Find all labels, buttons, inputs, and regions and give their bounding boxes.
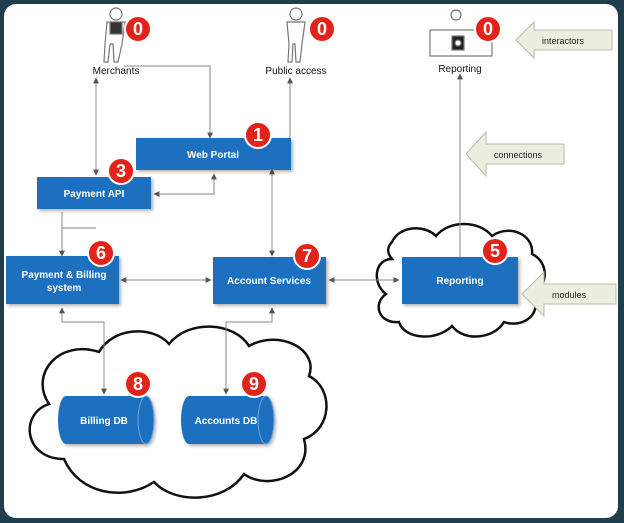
legend-interactors: interactors xyxy=(515,20,613,60)
module-label: Reporting xyxy=(436,276,483,287)
badge-number: 8 xyxy=(133,374,143,394)
database-billing-db[interactable]: Billing DB 8 xyxy=(58,370,155,445)
actor-label: Merchants xyxy=(93,66,140,77)
actor-reporting[interactable]: Reporting 0 xyxy=(429,9,502,75)
diagram-canvas: Merchants 0 Public access 0 Reporting 0 xyxy=(4,4,618,518)
legend-label: modules xyxy=(552,290,587,300)
badge-number: 7 xyxy=(302,246,312,266)
actor-label: Reporting xyxy=(438,64,481,75)
architecture-diagram: Merchants 0 Public access 0 Reporting 0 xyxy=(6,7,617,499)
badge: 6 xyxy=(87,239,115,267)
badge-number: 5 xyxy=(490,241,500,261)
database-label: Accounts DB xyxy=(195,416,258,427)
badge: 0 xyxy=(308,15,336,43)
person-icon xyxy=(286,7,306,63)
database-label: Billing DB xyxy=(80,416,128,427)
badge-number: 0 xyxy=(133,19,143,39)
database-accounts-db[interactable]: Accounts DB 9 xyxy=(181,370,275,445)
module-payment-api[interactable]: Payment API 3 xyxy=(37,157,151,209)
person-icon xyxy=(103,7,126,63)
actor-merchants[interactable]: Merchants 0 xyxy=(93,7,152,77)
legend-connections: connections xyxy=(465,130,565,178)
badge-number: 0 xyxy=(317,19,327,39)
module-web-portal[interactable]: Web Portal 1 xyxy=(136,121,291,170)
module-label-line1: Payment & Billing xyxy=(21,270,106,281)
module-label-line2: system xyxy=(47,283,82,294)
module-label: Web Portal xyxy=(187,150,239,161)
badge: 7 xyxy=(293,242,321,270)
module-label: Account Services xyxy=(227,276,311,287)
actor-public-access[interactable]: Public access 0 xyxy=(265,7,336,77)
badge: 1 xyxy=(244,121,272,149)
legend-label: connections xyxy=(494,150,543,160)
badge-number: 9 xyxy=(249,374,259,394)
legend-modules: modules xyxy=(521,270,617,318)
accounts-db-link xyxy=(223,307,275,395)
badge-number: 6 xyxy=(96,243,106,263)
badge: 9 xyxy=(240,370,268,398)
badge: 3 xyxy=(107,157,135,185)
connections xyxy=(59,65,463,395)
badge: 0 xyxy=(124,15,152,43)
badge: 5 xyxy=(481,237,509,265)
actor-label: Public access xyxy=(265,66,326,77)
badge: 0 xyxy=(474,15,502,43)
merchants-portal-link xyxy=(124,65,213,139)
module-account-services[interactable]: Account Services 7 xyxy=(213,242,326,304)
api-billing-link xyxy=(61,212,96,229)
legend-label: interactors xyxy=(542,36,585,46)
badge-number: 1 xyxy=(253,125,263,145)
module-label: Payment API xyxy=(64,189,125,200)
module-reporting[interactable]: Reporting 5 xyxy=(402,237,518,304)
badge-number: 0 xyxy=(483,19,493,39)
billing-db-link xyxy=(59,307,107,395)
badge: 8 xyxy=(124,370,152,398)
api-portal-link xyxy=(153,173,217,197)
badge-number: 3 xyxy=(116,161,126,181)
module-payment-billing[interactable]: Payment & Billing system 6 xyxy=(6,239,119,304)
